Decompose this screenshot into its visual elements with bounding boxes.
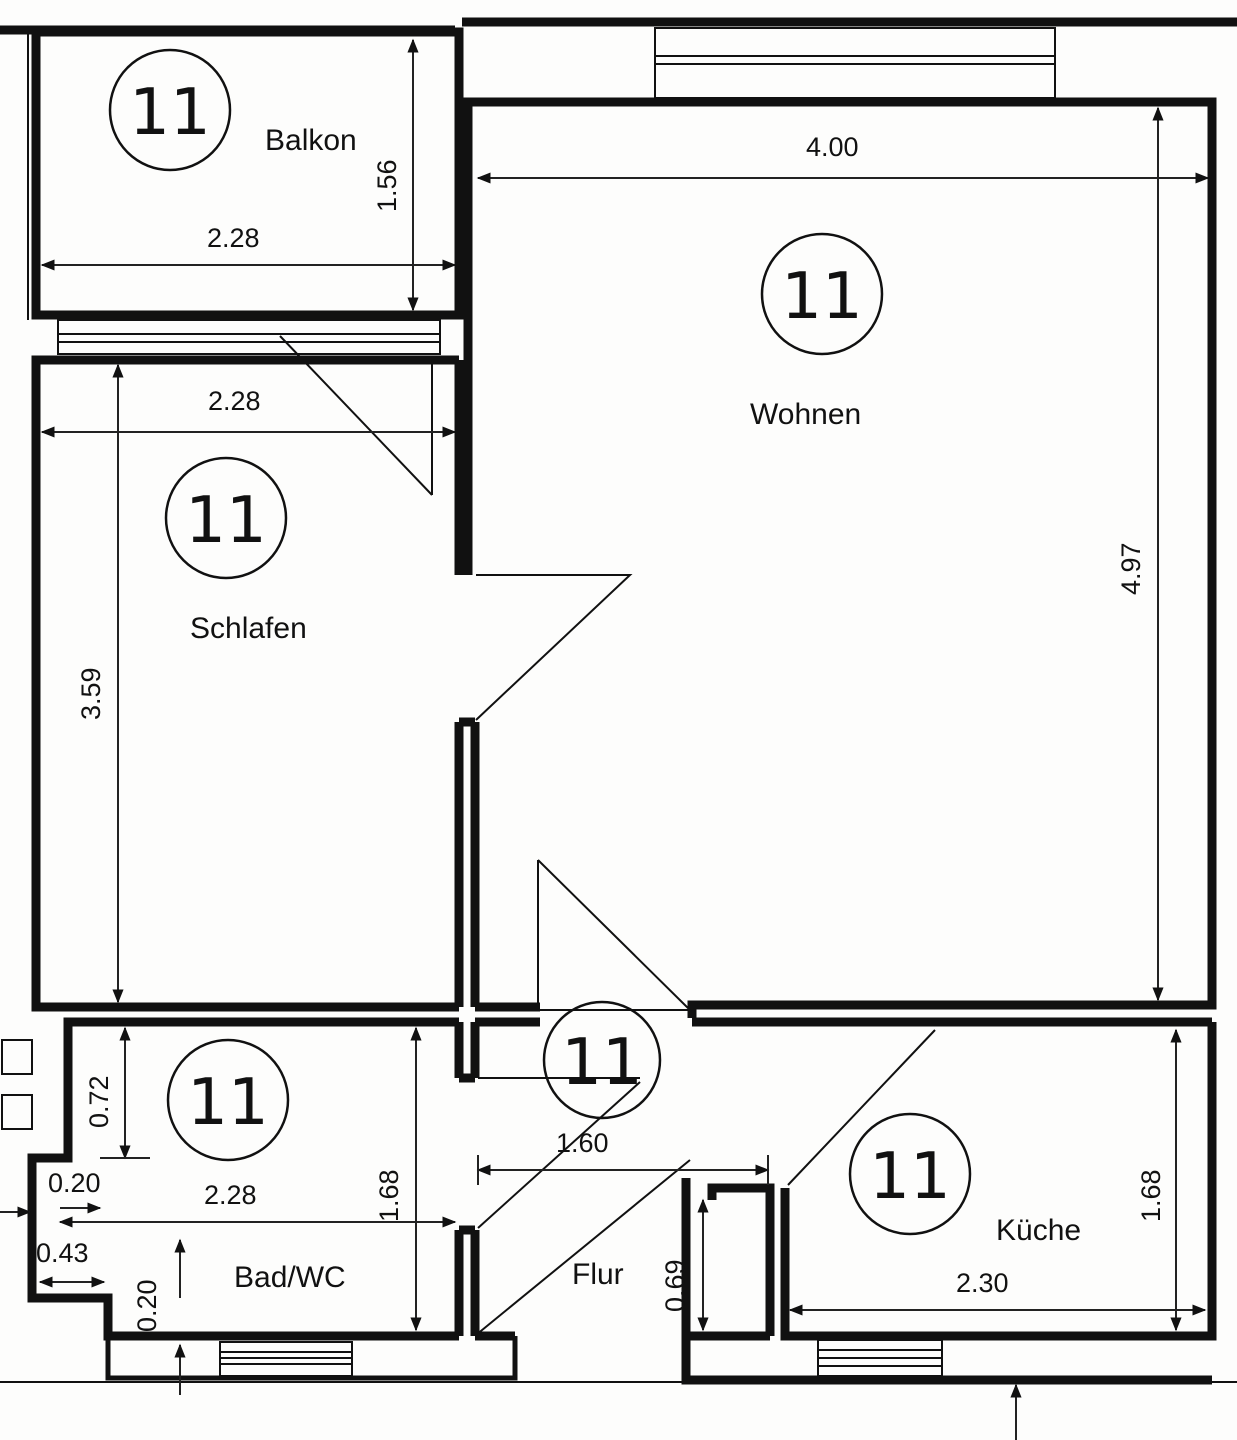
- dim-kueche-width: 2.30: [956, 1268, 1009, 1298]
- dim-balkon-height: 1.56: [372, 159, 402, 212]
- window-wohnen: [654, 27, 1056, 99]
- marker-circle-wohnen: [760, 232, 884, 356]
- marker-flur: 11: [561, 1026, 642, 1100]
- label-schlafen: Schlafen: [190, 612, 307, 645]
- room-flur: [475, 1159, 691, 1341]
- label-wohnen: Wohnen: [750, 398, 861, 431]
- marker-circle-kueche: [848, 1112, 972, 1236]
- room-kueche: [681, 1022, 1217, 1385]
- dim-bad-width: 2.28: [204, 1180, 257, 1210]
- dim-bad-height: 1.68: [374, 1169, 404, 1222]
- dim-bad-020-a: 0.20: [48, 1168, 101, 1198]
- dim-bad-020-b: 0.20: [132, 1279, 162, 1332]
- dimension-labels: 2.28 1.56 4.00 4.97 2.28 3.59 0.72 0.20 …: [36, 132, 1166, 1332]
- label-bad: Bad/WC: [234, 1261, 346, 1294]
- marker-circle-bad: [166, 1038, 290, 1162]
- marker-schlafen: 11: [185, 484, 266, 558]
- dim-wohnen-width: 4.00: [806, 132, 859, 162]
- marker-circle-balkon: [108, 48, 232, 172]
- room-labels: Balkon Wohnen Schlafen Bad/WC Küche Flur: [190, 124, 1081, 1294]
- dimension-lines: [0, 38, 1210, 1440]
- dim-schlafen-height: 3.59: [76, 667, 106, 720]
- dim-schlafen-width: 2.28: [208, 386, 261, 416]
- dim-kueche-height: 1.68: [1136, 1169, 1166, 1222]
- room-bad: [1, 1017, 641, 1381]
- label-balkon: Balkon: [265, 124, 357, 157]
- room-schlafen: [31, 355, 540, 1012]
- label-flur: Flur: [572, 1258, 624, 1291]
- dim-bad-step: 0.72: [84, 1075, 114, 1128]
- marker-bad: 11: [187, 1066, 268, 1140]
- room-markers: 11 11 11 11 11 11: [108, 48, 972, 1236]
- room-balkon: [31, 27, 464, 320]
- dim-flur-width: 1.60: [556, 1128, 609, 1158]
- marker-wohnen: 11: [781, 260, 862, 334]
- dim-kueche-niche: 0.69: [660, 1259, 690, 1312]
- label-kueche: Küche: [996, 1214, 1081, 1247]
- building-outline: [0, 17, 1237, 1383]
- dim-wohnen-height: 4.97: [1116, 542, 1146, 595]
- room-wohnen: [463, 97, 1217, 1027]
- marker-circle-flur: [542, 1000, 662, 1120]
- marker-balkon: 11: [129, 76, 210, 150]
- marker-circle-schlafen: [164, 456, 288, 580]
- dim-bad-043: 0.43: [36, 1238, 89, 1268]
- marker-kueche: 11: [869, 1140, 950, 1214]
- dim-balkon-width: 2.28: [207, 223, 260, 253]
